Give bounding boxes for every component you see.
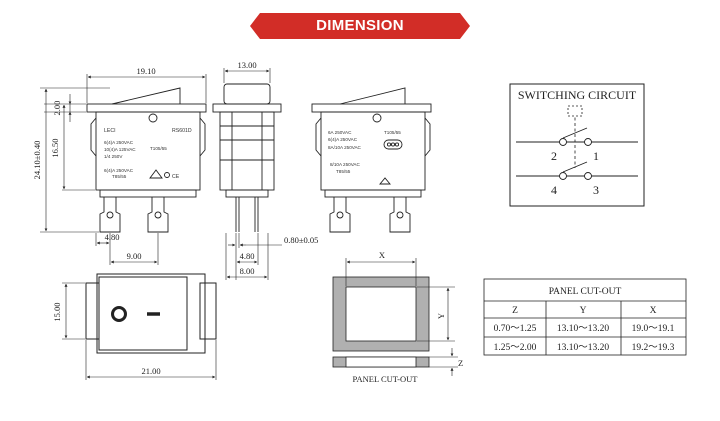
front-top-height-label: 2.00 [52, 101, 62, 116]
rear-terminal-right [389, 197, 411, 233]
front-rating-3: 6(4)A 250VAC [104, 168, 134, 173]
rear-indicator [383, 139, 403, 150]
table-title: PANEL CUT-OUT [549, 287, 622, 297]
side-terminal-thickness-label: 0.80±0.05 [284, 235, 318, 245]
front-width-label: 19.10 [136, 66, 155, 76]
side-bezel [212, 103, 282, 113]
front-terminal-left [99, 197, 121, 233]
bottom-height-label: 15.00 [52, 302, 62, 321]
table-cell: 19.0～19.1 [632, 324, 675, 334]
side-view [212, 83, 282, 232]
table-cell: 13.10～13.20 [557, 324, 610, 334]
bottom-view [85, 273, 217, 354]
front-mark-ce: CE [172, 174, 180, 180]
panel-diagram [332, 258, 458, 376]
circuit-title: SWITCHING CIRCUIT [518, 88, 637, 102]
rear-base [324, 189, 422, 198]
rear-temp-code: T105/55 [384, 130, 401, 135]
panel-caption: PANEL CUT-OUT [353, 374, 419, 384]
panel-x-label: X [379, 250, 385, 260]
front-terminal-offset-label: 4.80 [105, 232, 120, 242]
front-view [86, 87, 207, 233]
front-rating-0: 6(4)A 250VAC [104, 140, 134, 145]
front-overall-height-label: 24.10±0.40 [32, 141, 42, 180]
circuit-terminal-4: 4 [551, 183, 557, 197]
off-symbol [111, 306, 127, 322]
rear-rating-2: 8A/10A 250VAC [328, 145, 362, 150]
circuit-terminal-3: 3 [593, 183, 599, 197]
front-dimensions [40, 74, 207, 265]
front-terminal-spacing-label: 9.00 [127, 251, 142, 261]
rear-body [320, 111, 426, 191]
table-cell: 19.2～19.3 [632, 343, 675, 353]
front-screw [148, 113, 158, 123]
front-base [99, 189, 197, 198]
table-cell: 1.25～2.00 [494, 343, 537, 353]
circuit-terminal-1: 1 [593, 149, 599, 163]
front-bezel [86, 103, 207, 113]
side-rocker [223, 83, 271, 105]
banner-title: DIMENSION [316, 17, 404, 34]
table-header-x: X [650, 306, 657, 316]
rear-screw [372, 113, 382, 123]
table-frame [483, 278, 687, 356]
front-rating-4: T85/55 [112, 174, 127, 179]
table-cell: 0.70～1.25 [494, 324, 537, 334]
panel-hole [345, 286, 417, 342]
front-triangle-mark [149, 169, 163, 179]
rear-rating-0: 6A 250VAC [328, 130, 352, 135]
table-header-y: Y [580, 306, 587, 316]
table-header-z: Z [512, 306, 518, 316]
front-brand: LECI [104, 128, 116, 134]
side-base-width-label: 8.00 [240, 266, 255, 276]
panel-z-label: Z [458, 358, 463, 368]
front-rating-1: 10(4)A 125VAC [104, 147, 136, 152]
rear-view [311, 87, 432, 233]
side-pin-offset-label: 4.80 [240, 251, 255, 261]
rear-terminal-left [329, 197, 351, 233]
circuit-terminal-2: 2 [551, 149, 557, 163]
panel-y-label: Y [436, 313, 446, 319]
rear-triangle-mark [379, 177, 391, 185]
banner-shape [250, 13, 470, 39]
bottom-flange-right [199, 282, 217, 340]
front-rocker [111, 87, 181, 105]
front-model: RS601D [172, 128, 192, 134]
rear-bezel [311, 103, 432, 113]
rear-rating-1: 6(4)A 250VAC [328, 137, 358, 142]
table-cell: 13.10～13.20 [557, 343, 610, 353]
front-body-height-label: 16.50 [50, 138, 60, 157]
cutout-table [483, 278, 687, 356]
bottom-dimensions [62, 282, 217, 380]
rear-rating-3: 8/10A 250VAC [330, 162, 360, 167]
bottom-width-label: 21.00 [141, 366, 160, 376]
front-terminal-hole-right [154, 211, 162, 219]
bottom-bezel [96, 273, 206, 354]
circuit-box [509, 83, 645, 207]
side-base [225, 189, 269, 198]
front-temp-code: T105/55 [150, 146, 167, 151]
front-rating-2: 1/4 250V [104, 154, 123, 159]
front-terminal-hole-left [106, 211, 114, 219]
front-clip-left [90, 117, 97, 157]
front-ul-mark [164, 172, 170, 178]
rear-rating-4: T85/55 [336, 169, 351, 174]
front-terminal-right [147, 197, 169, 233]
side-dimensions [223, 68, 282, 280]
side-width-label: 13.00 [237, 60, 256, 70]
dimension-banner: DIMENSION [250, 13, 470, 39]
rear-rocker [339, 87, 406, 105]
side-body [219, 111, 275, 191]
circuit-frame [509, 83, 645, 207]
front-clip-right [199, 117, 206, 157]
